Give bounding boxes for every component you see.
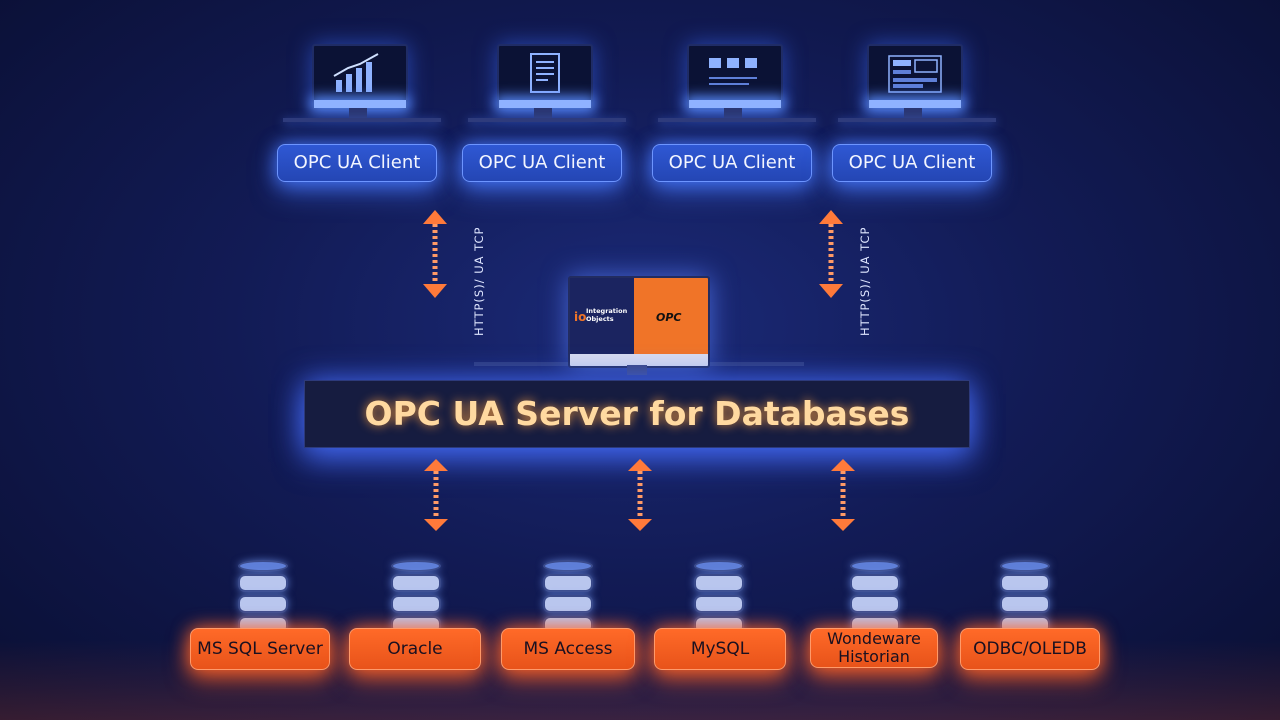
integration-objects-logo-icon: io — [574, 310, 587, 324]
double-arrow-icon — [424, 459, 448, 531]
monitor-icon — [867, 44, 963, 110]
database-4[interactable]: MySQL — [654, 560, 804, 680]
database-label: MS Access — [501, 628, 635, 670]
chart-icon — [333, 53, 379, 92]
database-label: ODBC/OLEDB — [960, 628, 1100, 670]
database-6[interactable]: ODBC/OLEDB — [960, 560, 1110, 680]
logo-left-text: Integration Objects — [586, 307, 628, 323]
database-icon — [391, 560, 441, 637]
client-2[interactable]: OPC UA Client — [462, 44, 632, 194]
client-1[interactable]: OPC UA Client — [277, 44, 447, 194]
database-5[interactable]: Wondeware Historian — [810, 560, 960, 680]
monitor-icon — [312, 44, 408, 110]
double-arrow-icon — [628, 459, 652, 531]
database-icon — [1000, 560, 1050, 637]
client-4[interactable]: OPC UA Client — [832, 44, 1002, 194]
client-label: OPC UA Client — [462, 144, 622, 182]
database-3[interactable]: MS Access — [501, 560, 651, 680]
database-label: MySQL — [654, 628, 786, 670]
client-label: OPC UA Client — [832, 144, 992, 182]
monitor-icon — [687, 44, 783, 110]
monitor-icon — [497, 44, 593, 110]
double-arrow-icon — [423, 210, 447, 298]
double-arrow-icon — [831, 459, 855, 531]
server-title: OPC UA Server for Databases — [304, 380, 970, 448]
database-label: Oracle — [349, 628, 481, 670]
protocol-label: HTTP(S)/ UA TCP — [858, 226, 872, 337]
dashboard-icon — [709, 58, 757, 85]
server-stand — [627, 365, 647, 375]
opc-logo: OPC — [656, 311, 682, 324]
database-icon — [238, 560, 288, 637]
database-icon — [694, 560, 744, 637]
report-icon — [888, 55, 942, 93]
database-label: Wondeware Historian — [810, 628, 938, 668]
database-label: MS SQL Server — [190, 628, 330, 670]
database-1[interactable]: MS SQL Server — [190, 560, 340, 680]
server-monitor[interactable]: io Integration Objects OPC — [568, 276, 710, 368]
database-icon — [850, 560, 900, 637]
database-2[interactable]: Oracle — [349, 560, 499, 680]
client-label: OPC UA Client — [277, 144, 437, 182]
client-label: OPC UA Client — [652, 144, 812, 182]
protocol-label: HTTP(S)/ UA TCP — [472, 226, 486, 337]
client-3[interactable]: OPC UA Client — [652, 44, 822, 194]
document-icon — [530, 53, 560, 93]
double-arrow-icon — [819, 210, 843, 298]
database-icon — [543, 560, 593, 637]
